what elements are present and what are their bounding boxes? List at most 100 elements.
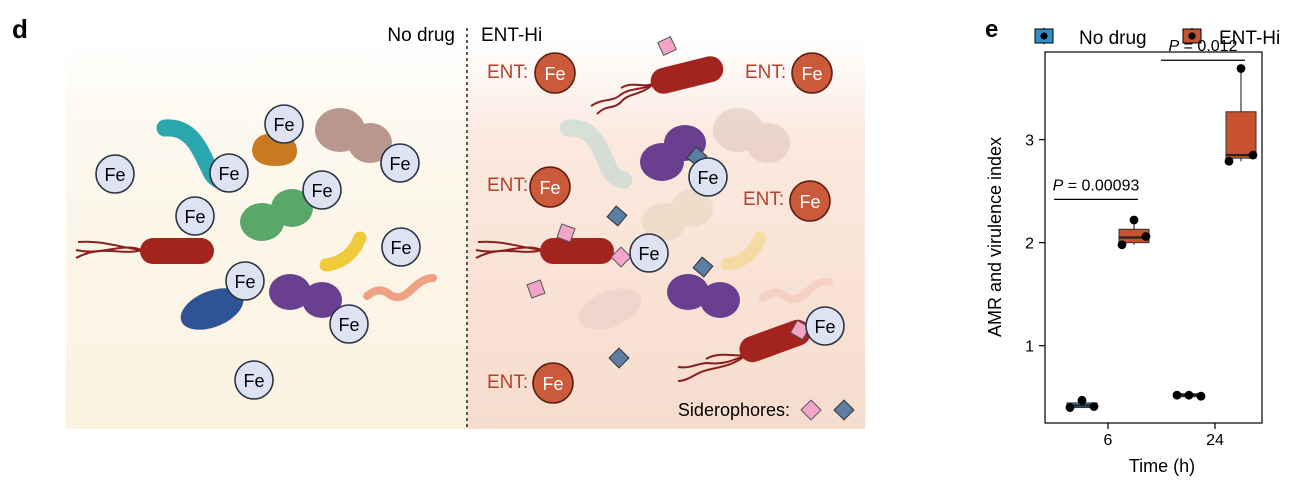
iron-label: Fe <box>338 315 359 335</box>
iron-atom: Fe <box>264 104 304 144</box>
iron-atom: Fe <box>329 304 369 344</box>
taupe-diplococcus-2 <box>348 123 392 163</box>
iron-atom: Fe <box>380 143 420 183</box>
legend-point <box>1040 32 1048 40</box>
siderophore-blue-legend-icon <box>833 399 855 421</box>
faded-rod <box>578 288 642 330</box>
faded-diplococcus-3 <box>642 203 686 241</box>
iron-label: Fe <box>104 165 125 185</box>
iron-label: Fe <box>243 371 264 391</box>
data-point <box>1117 240 1127 250</box>
data-point <box>1196 391 1206 401</box>
ent-prefix: ENT: <box>743 189 784 210</box>
faded-yellow-rod <box>720 231 767 271</box>
iron-label: Fe <box>697 168 718 188</box>
ent-prefix: ENT: <box>745 62 786 83</box>
x-tick-label: 24 <box>1206 432 1224 449</box>
p-value-label: P = 0.012 <box>1169 38 1238 55</box>
chart-legend: No drug ENT-Hi <box>1034 28 1280 49</box>
purple-diplococcus-2 <box>302 282 342 318</box>
box-ent-hi <box>1225 111 1257 159</box>
yellow-rod <box>319 231 367 272</box>
ent-prefix: ENT: <box>487 372 528 393</box>
data-point <box>1077 395 1087 405</box>
ent-iron-label: Fe <box>799 192 820 212</box>
ent-complex: ENT: Fe <box>743 180 831 222</box>
iron-atom: Fe <box>381 227 421 267</box>
iron-label: Fe <box>218 164 239 184</box>
iron-label: Fe <box>389 154 410 174</box>
iron-label: Fe <box>273 115 294 135</box>
ent-iron-icon <box>529 166 571 208</box>
siderophore-pink <box>789 319 811 341</box>
data-point <box>1236 64 1246 73</box>
data-point <box>1129 215 1139 225</box>
siderophores-legend: Siderophores: <box>678 399 855 421</box>
data-point <box>1089 402 1099 411</box>
siderophore-blue <box>692 256 714 278</box>
y-tick-label: 2 <box>1025 236 1034 253</box>
faded-diplococcus-2 <box>746 123 790 163</box>
data-point <box>1248 150 1258 160</box>
data-point <box>1065 403 1075 412</box>
iron-label: Fe <box>234 272 255 292</box>
ent-complex: ENT: Fe <box>487 166 571 208</box>
data-point <box>1172 390 1182 400</box>
siderophore-pink <box>526 279 546 299</box>
panel-d-label: d <box>12 14 28 44</box>
iron-label: Fe <box>390 238 411 258</box>
navy-rod <box>180 288 244 330</box>
p-value-label: P = 0.00093 <box>1053 177 1140 194</box>
legend-label-ent-hi: ENT-Hi <box>1219 28 1280 49</box>
ent-hi-title: ENT-Hi <box>481 25 542 46</box>
panel-e-label: e <box>985 16 998 43</box>
red-rod-middle <box>540 238 614 264</box>
data-point <box>1224 156 1234 166</box>
legend-label-no-drug: No drug <box>1079 28 1147 49</box>
y-tick-label: 1 <box>1025 339 1034 356</box>
iron-atom: Fe <box>209 153 249 193</box>
flagella-middle <box>475 240 543 259</box>
ent-complex: ENT: Fe <box>487 362 574 404</box>
salmon-spirochete <box>363 274 437 302</box>
iron-atom: Fe <box>302 170 342 210</box>
red-rod-top <box>650 56 724 94</box>
y-axis-label: AMR and virulence index <box>985 137 1005 337</box>
iron-label: Fe <box>638 244 659 264</box>
flagellated-rod-top <box>590 56 724 115</box>
faded-curved-bacterium <box>559 119 633 189</box>
iron-atom: Fe <box>688 157 728 197</box>
ent-iron-icon <box>789 180 831 222</box>
ent-iron-label: Fe <box>539 178 560 198</box>
plot-frame <box>1044 51 1263 424</box>
panel-d: d No drug ENT-Hi Fe Fe <box>12 14 865 429</box>
x-axis-label: Time (h) <box>1129 456 1195 476</box>
ent-prefix: ENT: <box>487 175 528 196</box>
legend-point <box>1188 32 1196 40</box>
iron-label: Fe <box>814 317 835 337</box>
ent-iron-icon <box>532 362 574 404</box>
iron-atom: Fe <box>805 306 845 346</box>
purple-diplococcus-right-4 <box>700 282 740 318</box>
red-rod-left <box>140 238 214 264</box>
iron-atom: Fe <box>225 261 265 301</box>
green-diplococcus-2 <box>271 189 313 227</box>
flagellated-rod-middle <box>475 238 614 264</box>
ent-complex: ENT: Fe <box>487 52 576 94</box>
iron-atoms-left: Fe Fe Fe Fe Fe Fe Fe Fe Fe Fe <box>95 104 421 400</box>
ent-iron-label: Fe <box>542 374 563 394</box>
siderophore-blue <box>608 347 630 369</box>
legend-entry-ent-hi: ENT-Hi <box>1182 28 1280 49</box>
flagellated-rod-left <box>75 238 214 264</box>
faded-bacteria-right <box>559 108 833 330</box>
iron-atom: Fe <box>234 360 274 400</box>
data-point <box>1184 390 1194 400</box>
ent-hi-background <box>467 40 865 429</box>
ent-iron-icon <box>791 52 833 94</box>
siderophore-pink-legend-icon <box>800 399 822 421</box>
faded-diplococcus-1 <box>713 108 763 152</box>
faded-spirochete <box>759 277 833 304</box>
